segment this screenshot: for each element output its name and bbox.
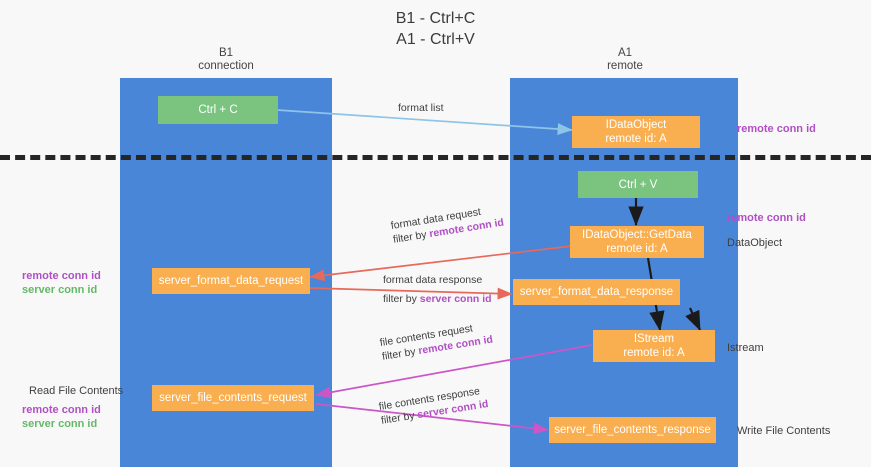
edge-label-format-list: format list (398, 101, 444, 115)
edge-label-file-contents-response: file contents response filter by server … (378, 383, 490, 428)
node-idataobject-label: IDataObject (605, 119, 667, 131)
lane-header-a1-name: A1 (617, 47, 633, 59)
annotation-write-file-contents: Write File Contents (737, 425, 831, 437)
edge-label-fdres-filter-prefix: filter by (383, 293, 420, 305)
node-getdata-sub: remote id: A (606, 243, 668, 255)
edge-label-fdres-filter-value: server conn id (419, 293, 492, 305)
edge-label-format-list-text: format list (398, 102, 444, 114)
node-server-format-data-request[interactable]: server_format_data_request (152, 268, 310, 294)
node-fmt-res-label: server_format_data_response (519, 286, 674, 298)
title-line-1: B1 - Ctrl+C (395, 10, 476, 27)
node-istream[interactable]: IStream remote id: A (593, 330, 715, 362)
node-file-res-label: server_file_contents_response (554, 424, 711, 436)
lane-header-a1-role: remote (607, 60, 643, 72)
node-ctrl-v[interactable]: Ctrl + V (578, 171, 698, 198)
node-ctrl-c-label: Ctrl + C (198, 104, 238, 116)
node-ctrl-v-label: Ctrl + V (618, 178, 658, 191)
edge-label-fdres-main: format data response (383, 274, 483, 286)
node-fmt-req-label: server_format_data_request (158, 275, 304, 287)
lane-header-a1: A1 remote (540, 47, 710, 73)
edge-label-fdres-filter: filter by server conn id (383, 292, 492, 306)
edge-label-file-contents-request: file contents request filter by remote c… (379, 319, 494, 364)
title-line-2: A1 - Ctrl+V (396, 31, 475, 48)
diagram-title: B1 - Ctrl+C A1 - Ctrl+V (0, 8, 871, 50)
node-server-file-contents-response[interactable]: server_file_contents_response (549, 417, 716, 443)
node-ctrl-c[interactable]: Ctrl + C (158, 96, 278, 124)
node-server-format-data-response[interactable]: server_format_data_response (513, 279, 680, 305)
lane-header-b1-role: connection (198, 60, 254, 72)
annotation-remote-conn-id-mid: remote conn id (727, 212, 806, 224)
node-idataobject-sub: remote id: A (605, 133, 667, 145)
annotation-read-file-contents: Read File Contents (29, 385, 124, 397)
node-istream-label: IStream (633, 333, 675, 345)
edge-label-format-data-request: format data request filter by remote con… (390, 202, 505, 247)
node-file-req-label: server_file_contents_request (159, 392, 307, 404)
annotation-left-remote-conn-id-bottom: remote conn id (22, 404, 101, 416)
node-getdata-label: IDataObject::GetData (582, 229, 692, 241)
annotation-left-server-conn-id-mid: server conn id (22, 284, 98, 296)
lane-header-b1: B1 connection (146, 47, 306, 73)
annotation-remote-conn-id-top: remote conn id (737, 123, 816, 135)
node-idataobject-getdata[interactable]: IDataObject::GetData remote id: A (570, 226, 704, 258)
annotation-left-remote-conn-id-mid: remote conn id (22, 270, 101, 282)
annotation-istream: Istream (727, 342, 764, 354)
lane-header-b1-name: B1 (218, 47, 234, 59)
node-server-file-contents-request[interactable]: server_file_contents_request (152, 385, 314, 411)
node-istream-sub: remote id: A (623, 347, 685, 359)
annotation-left-server-conn-id-bottom: server conn id (22, 418, 98, 430)
annotation-dataobject: DataObject (727, 237, 783, 249)
node-idataobject[interactable]: IDataObject remote id: A (572, 116, 700, 148)
phase-divider (0, 155, 871, 160)
edge-label-format-data-response: format data response filter by server co… (383, 273, 492, 306)
